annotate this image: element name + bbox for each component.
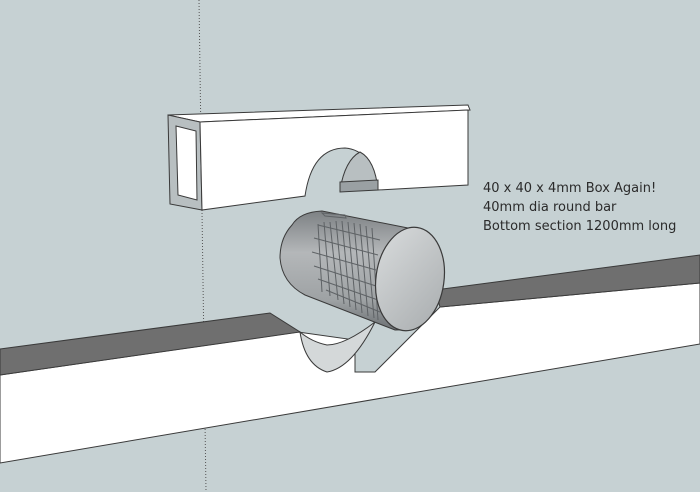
box-section-note: 40 x 40 x 4mm Box Again! <box>483 181 657 196</box>
bottom-section[interactable] <box>0 254 700 464</box>
bottom-section-front-face <box>0 282 700 464</box>
box-section-hollow <box>175 125 198 201</box>
round-bar-groove-lines <box>317 220 379 321</box>
round-bar-end-face <box>374 226 446 332</box>
bottom-section-note: Bottom section 1200mm long <box>483 219 677 234</box>
round-bar[interactable] <box>279 210 451 335</box>
box-section[interactable] <box>167 104 471 211</box>
box-section-notch-floor <box>339 179 379 193</box>
box-section-front-face <box>199 109 469 211</box>
vertical-axis-guide <box>198 0 207 492</box>
round-bar-note: 40mm dia round bar <box>483 200 617 215</box>
dimension-notes: 40 x 40 x 4mm Box Again! 40mm dia round … <box>483 179 676 236</box>
